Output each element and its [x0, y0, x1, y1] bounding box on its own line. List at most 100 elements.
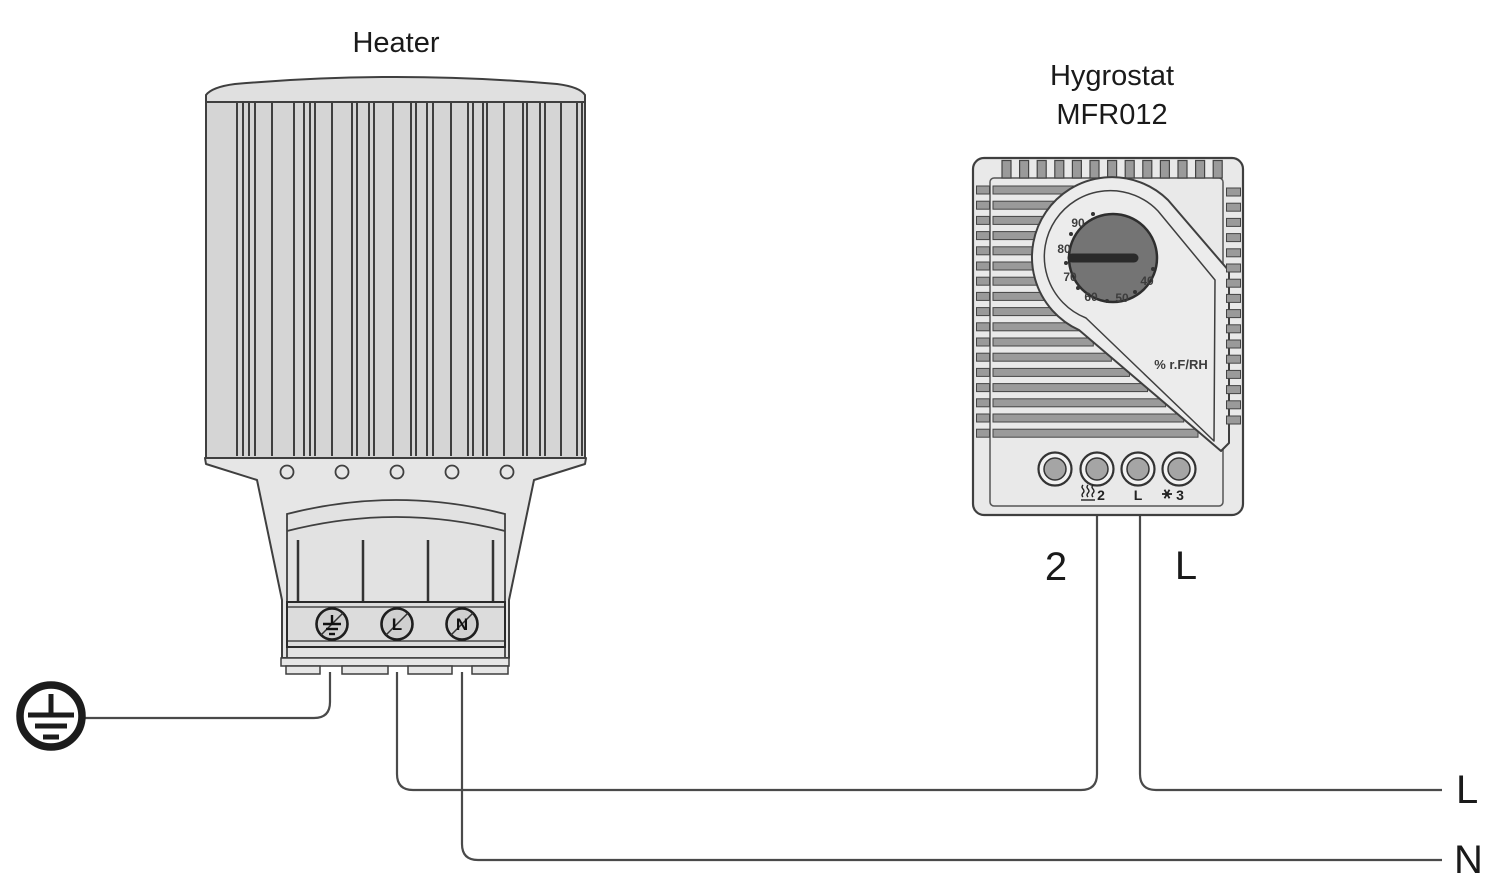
hygrostat-terminals: 2 L 3 [1037, 451, 1197, 503]
vent-tooth [1177, 159, 1188, 179]
vent-slat [1226, 415, 1241, 425]
vent-slat [976, 398, 990, 408]
terminal-contact [1126, 457, 1150, 481]
vent-tooth [1194, 159, 1206, 179]
heater-terminal-n: N [445, 607, 479, 641]
vent-tooth [1106, 159, 1118, 179]
vent-slat [976, 307, 990, 317]
vent-slat [1226, 309, 1241, 319]
vent-slat [976, 337, 990, 347]
vent-slat [976, 428, 990, 438]
vent-slat [976, 246, 990, 256]
vent-slat [992, 383, 1149, 393]
vent-slat [992, 352, 1112, 362]
vent-slat [976, 367, 990, 377]
terminal-contact [1167, 457, 1191, 481]
vent-slat [1226, 248, 1241, 258]
vent-slat [992, 337, 1094, 347]
vent-slat [1226, 324, 1241, 334]
heater-device: L N [204, 76, 587, 675]
vent-tooth [1001, 159, 1012, 179]
earth-ground-icon [16, 681, 86, 751]
ground-wire [84, 672, 332, 720]
scale-60: 60 [1084, 290, 1098, 304]
heater-terminal-ground [315, 607, 349, 641]
vent-tooth [1089, 159, 1100, 179]
hygrostat-vent-comb [1001, 159, 1223, 179]
fan-icon [1162, 489, 1172, 499]
wire-l-label: L [1175, 544, 1197, 588]
vent-slat [1226, 202, 1241, 212]
vent-slat [1226, 354, 1241, 364]
hygrostat-model: MFR012 [1056, 99, 1167, 131]
heater-arch-line [286, 516, 506, 532]
ground-terminal-icon [323, 615, 341, 636]
vent-slat [976, 383, 990, 393]
vent-slat [1226, 187, 1241, 197]
wire-hygrostatL-to-line [1138, 514, 1442, 792]
heater-terminal-l-label: L [392, 615, 402, 634]
vent-slat [976, 352, 990, 362]
vent-slat [976, 413, 990, 423]
heater-terminal-l: L [380, 607, 414, 641]
scale-70: 70 [1063, 270, 1077, 284]
vent-slat [1226, 293, 1241, 303]
vent-slat [1226, 217, 1241, 227]
heater-base [280, 657, 510, 667]
vent-slat [976, 291, 990, 301]
vent-slat [1226, 339, 1241, 349]
hygrostat-right-vents [1226, 187, 1241, 425]
vent-slat [992, 428, 1199, 438]
hygrostat-terminal-3-label: 3 [1176, 487, 1184, 503]
heater-cap [205, 76, 586, 103]
vent-slat [1226, 385, 1241, 395]
heater-fins [236, 103, 583, 456]
heater-title: Heater [352, 27, 439, 59]
wire-2-label: 2 [1045, 545, 1067, 589]
vent-slat [1226, 369, 1241, 379]
hygrostat-unit-label: % r.F/RH [1154, 357, 1207, 372]
line-label: L [1456, 768, 1478, 812]
wire-heaterL-to-hygrostat2 [395, 514, 1099, 792]
hygrostat-terminal-l-label: L [1134, 487, 1143, 503]
vent-slat [992, 367, 1130, 377]
heat-icon [1081, 484, 1095, 501]
neutral-label: N [1454, 838, 1483, 882]
hygrostat-terminal-2-label: 2 [1097, 487, 1105, 503]
hygrostat-scale: 90 80 70 60 50 40 [1057, 212, 1155, 305]
vent-tooth [1054, 159, 1065, 179]
vent-tooth [1212, 159, 1223, 179]
vent-slat [976, 322, 990, 332]
vent-slat [976, 185, 990, 195]
scale-dots [1064, 212, 1155, 303]
vent-slat [976, 231, 990, 241]
vent-slat [992, 398, 1167, 408]
vent-tooth [1018, 159, 1030, 179]
heater-flange-holes [279, 464, 515, 480]
terminal-contact [1085, 457, 1109, 481]
vent-slat [1226, 400, 1241, 410]
vent-slat [976, 200, 990, 210]
vent-tooth [1159, 159, 1171, 179]
scale-50: 50 [1115, 291, 1129, 305]
heater-feet [285, 665, 509, 675]
scale-80: 80 [1057, 242, 1071, 256]
vent-slat [976, 261, 990, 271]
heater-fin-body [205, 101, 586, 459]
vent-tooth [1071, 159, 1083, 179]
vent-tooth [1036, 159, 1047, 179]
scale-40: 40 [1140, 274, 1154, 288]
wire-heaterN-to-neutral [460, 672, 1442, 862]
wires [84, 514, 1442, 862]
vent-tooth [1142, 159, 1153, 179]
hygrostat-title: Hygrostat [1050, 60, 1174, 92]
hygrostat-dial-plate-ridge [1043, 189, 1216, 442]
hygrostat-device: 90 80 70 60 50 40 % r.F/RH [971, 156, 1245, 517]
vent-slat [992, 413, 1185, 423]
heater-terminal-n-label: N [456, 615, 468, 634]
vent-slat [1226, 233, 1241, 243]
terminal-contact [1043, 457, 1067, 481]
scale-90: 90 [1071, 216, 1085, 230]
